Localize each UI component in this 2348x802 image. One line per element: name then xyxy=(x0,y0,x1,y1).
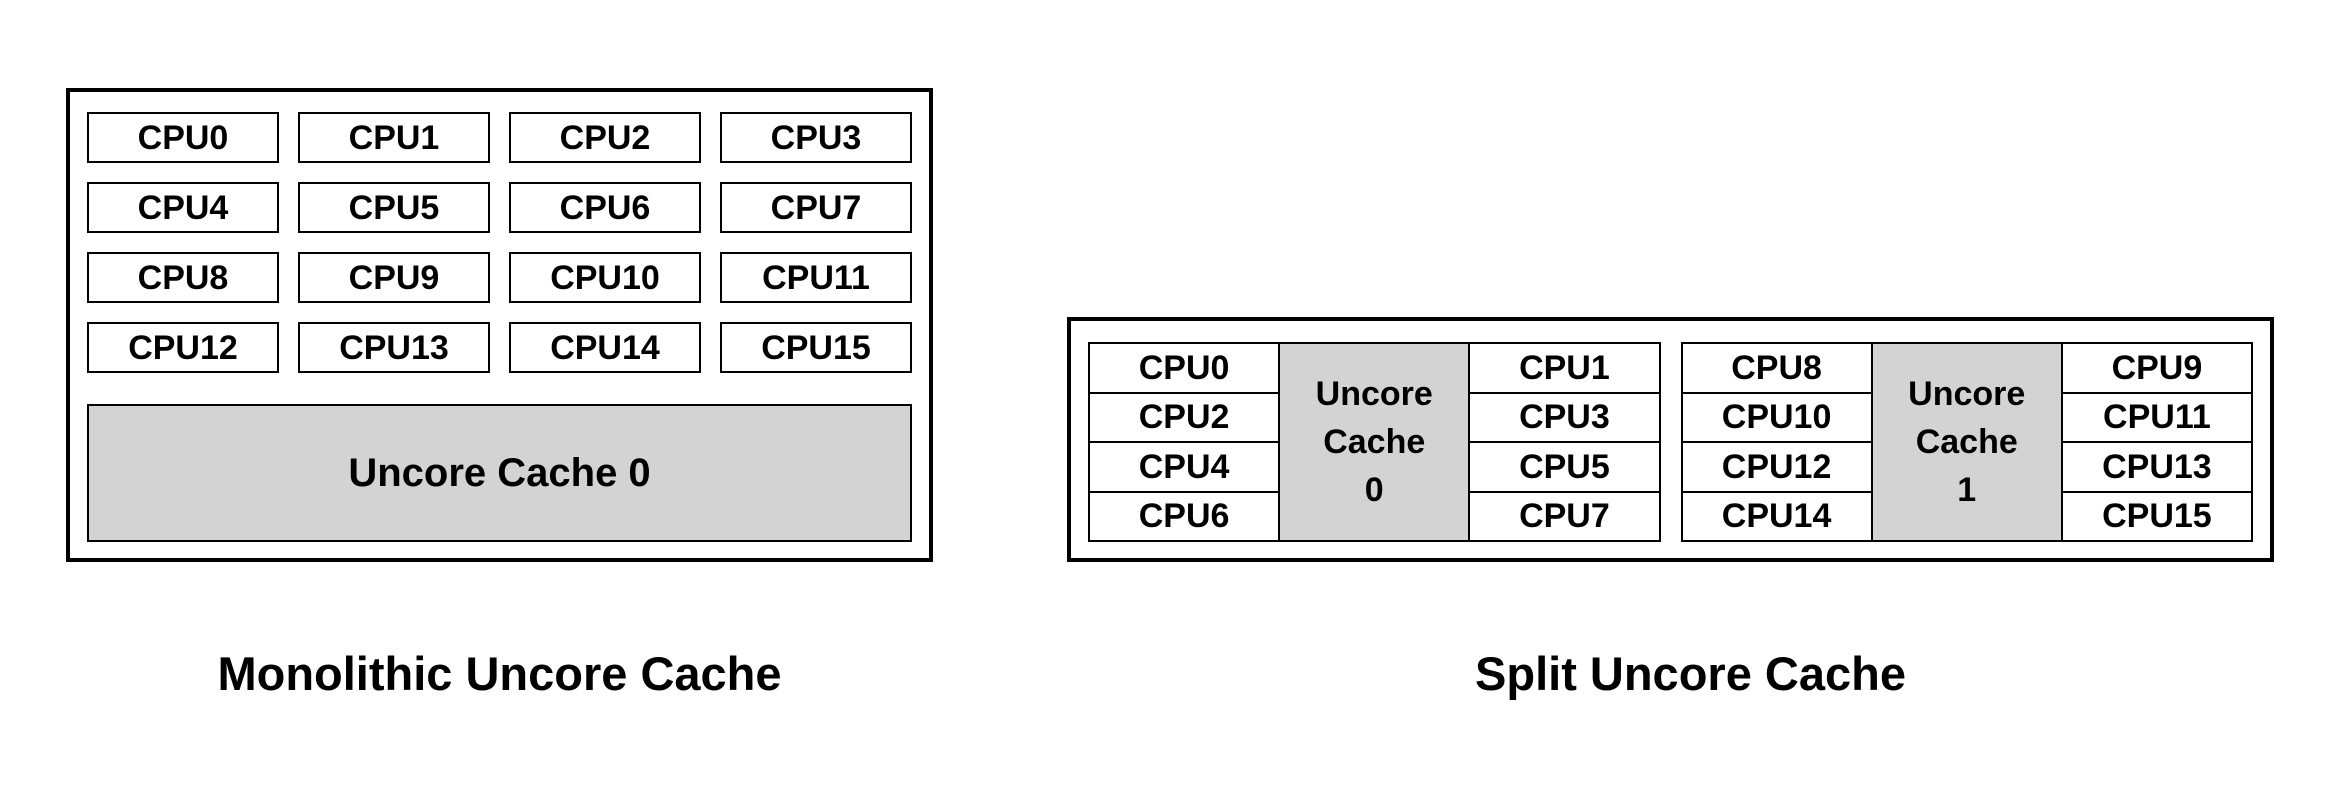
cpu-box: CPU4 xyxy=(1090,443,1279,491)
monolithic-caption: Monolithic Uncore Cache xyxy=(217,647,782,700)
cpu-box: CPU7 xyxy=(720,182,912,233)
cpu-box: CPU13 xyxy=(2062,443,2251,491)
cpu-box: CPU8 xyxy=(87,252,279,303)
cpu-box: CPU15 xyxy=(2062,492,2251,540)
cpu-box: CPU5 xyxy=(1470,443,1659,491)
cpu-box: CPU11 xyxy=(720,252,912,303)
cpu-box: CPU6 xyxy=(1090,492,1279,540)
cache-label-line: Cache xyxy=(1323,423,1426,461)
uncore-cache-0-split-box: Uncore Cache 0 xyxy=(1280,344,1469,540)
uncore-cache-0-label: Uncore Cache 0 xyxy=(348,451,651,495)
cpu-box: CPU0 xyxy=(87,112,279,163)
uncore-cache-0-box: Uncore Cache 0 xyxy=(87,404,912,542)
cache-label-line: 1 xyxy=(1957,471,1977,509)
cpu-box: CPU11 xyxy=(2062,393,2251,441)
split-cluster-1: CPU8 CPU10 CPU12 CPU14 Uncore Cache 1 CP… xyxy=(1680,342,2253,542)
cpu-box: CPU1 xyxy=(298,112,490,163)
split-caption: Split Uncore Cache xyxy=(1475,647,1906,700)
cpu-box: CPU5 xyxy=(298,182,490,233)
cpu-box: CPU0 xyxy=(1090,344,1279,392)
cpu-box: CPU7 xyxy=(1470,492,1659,540)
monolithic-cpu-grid: CPU0 CPU1 CPU2 CPU3 CPU4 CPU5 CPU6 CPU7 … xyxy=(87,112,912,373)
cpu-box: CPU10 xyxy=(509,252,701,303)
cpu-box: CPU10 xyxy=(1682,393,1871,441)
cpu-box: CPU14 xyxy=(1682,492,1871,540)
cpu-box: CPU12 xyxy=(87,322,279,373)
monolithic-diagram: CPU0 CPU1 CPU2 CPU3 CPU4 CPU5 CPU6 CPU7 … xyxy=(66,88,933,562)
cpu-box: CPU1 xyxy=(1470,344,1659,392)
cpu-box: CPU2 xyxy=(1090,393,1279,441)
cpu-box: CPU14 xyxy=(509,322,701,373)
cpu-box: CPU12 xyxy=(1682,443,1871,491)
cpu-box: CPU2 xyxy=(509,112,701,163)
uncore-cache-1-split-box: Uncore Cache 1 xyxy=(1872,344,2061,540)
split-cluster-0: CPU0 CPU2 CPU4 CPU6 Uncore Cache 0 CPU1 … xyxy=(1088,342,1661,542)
cpu-box: CPU3 xyxy=(1470,393,1659,441)
cpu-box: CPU4 xyxy=(87,182,279,233)
cpu-box: CPU8 xyxy=(1682,344,1871,392)
cpu-box: CPU3 xyxy=(720,112,912,163)
cpu-box: CPU13 xyxy=(298,322,490,373)
cpu-box: CPU6 xyxy=(509,182,701,233)
cache-label-line: 0 xyxy=(1364,471,1384,509)
split-diagram: CPU0 CPU2 CPU4 CPU6 Uncore Cache 0 CPU1 … xyxy=(1067,317,2274,562)
cpu-box: CPU9 xyxy=(2062,344,2251,392)
cache-label-line: Uncore xyxy=(1908,375,2026,413)
cache-label-line: Uncore xyxy=(1315,375,1433,413)
cpu-box: CPU15 xyxy=(720,322,912,373)
cache-label-line: Cache xyxy=(1915,423,2018,461)
cpu-box: CPU9 xyxy=(298,252,490,303)
